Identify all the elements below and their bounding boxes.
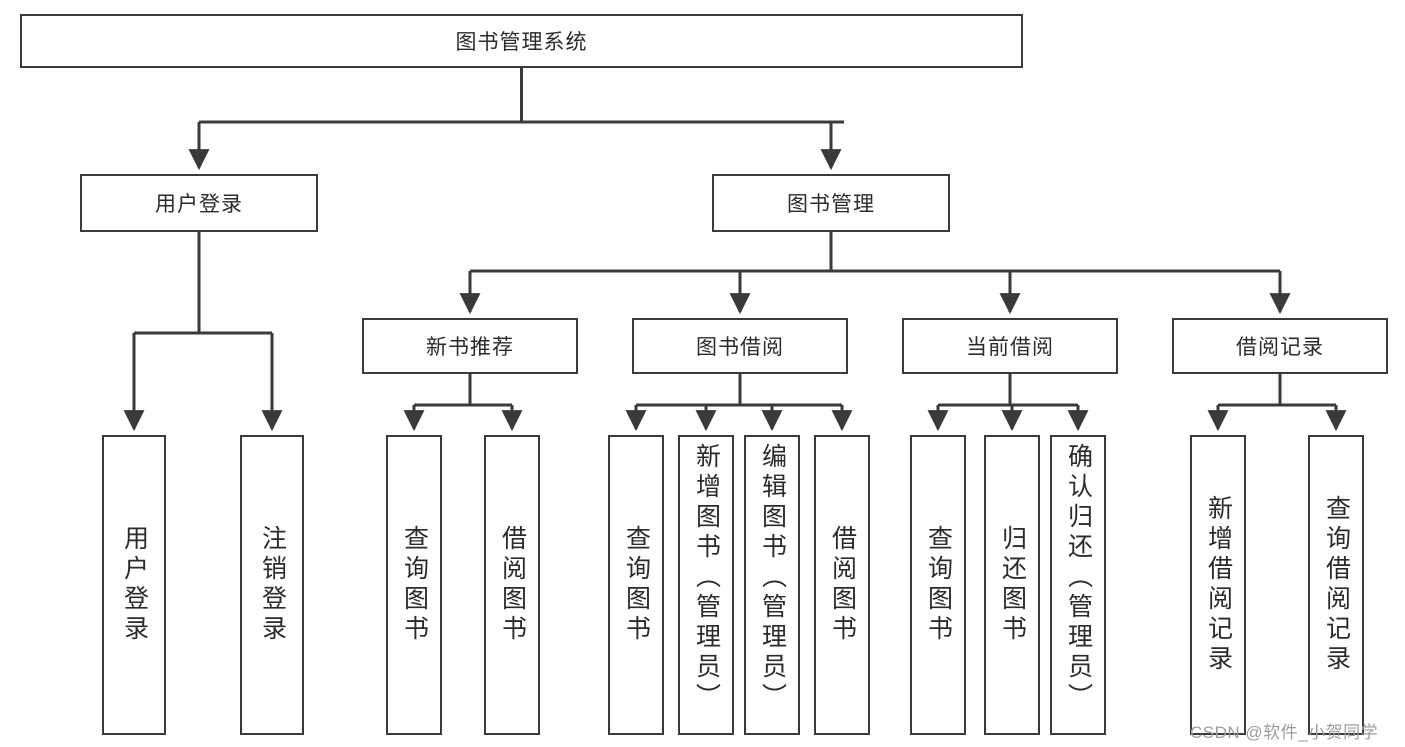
node-root[interactable]: 图书管理系统 [20,14,1023,68]
node-new-book-recommend-label: 新书推荐 [426,336,514,359]
node-leaf-borrow-book-rec-label: 借阅图书 [498,525,527,645]
node-user-login-label: 用户登录 [155,193,243,216]
node-leaf-query-book-cur-label: 查询图书 [924,525,953,645]
node-leaf-query-book-cur[interactable]: 查询图书 [910,435,966,735]
node-leaf-add-book-admin-label: 新增图书（管理员） [692,443,721,713]
node-current-borrow[interactable]: 当前借阅 [902,318,1118,374]
node-leaf-user-login-label: 用户登录 [120,525,149,645]
node-book-borrow-label: 图书借阅 [696,336,784,359]
node-leaf-add-borrow-record-label: 新增借阅记录 [1204,495,1233,675]
node-leaf-return-book[interactable]: 归还图书 [984,435,1040,735]
node-leaf-query-book-borrow[interactable]: 查询图书 [608,435,664,735]
node-user-login[interactable]: 用户登录 [80,174,318,232]
node-leaf-query-borrow-record-label: 查询借阅记录 [1322,495,1351,675]
node-leaf-logout[interactable]: 注销登录 [240,435,304,735]
node-leaf-query-book-rec-label: 查询图书 [400,525,429,645]
csdn-watermark: CSDN @软件_小贺同学 [1190,723,1379,742]
node-leaf-add-borrow-record[interactable]: 新增借阅记录 [1190,435,1246,735]
node-book-manage[interactable]: 图书管理 [712,174,950,232]
node-leaf-edit-book-admin[interactable]: 编辑图书（管理员） [744,435,800,735]
node-leaf-return-book-label: 归还图书 [998,525,1027,645]
node-leaf-confirm-return-admin[interactable]: 确认归还（管理员） [1050,435,1106,735]
node-borrow-record-label: 借阅记录 [1236,336,1324,359]
node-book-manage-label: 图书管理 [787,193,875,216]
node-root-label: 图书管理系统 [455,31,588,54]
node-leaf-confirm-return-admin-label: 确认归还（管理员） [1064,443,1093,713]
node-book-borrow[interactable]: 图书借阅 [632,318,848,374]
node-leaf-borrow-book-rec[interactable]: 借阅图书 [484,435,540,735]
node-current-borrow-label: 当前借阅 [966,336,1054,359]
node-leaf-logout-label: 注销登录 [258,525,287,645]
node-leaf-user-login[interactable]: 用户登录 [102,435,166,735]
node-leaf-query-borrow-record[interactable]: 查询借阅记录 [1308,435,1364,735]
node-leaf-borrow-book[interactable]: 借阅图书 [814,435,870,735]
node-new-book-recommend[interactable]: 新书推荐 [362,318,578,374]
node-borrow-record[interactable]: 借阅记录 [1172,318,1388,374]
node-leaf-query-book-rec[interactable]: 查询图书 [386,435,442,735]
node-leaf-edit-book-admin-label: 编辑图书（管理员） [758,443,787,713]
node-leaf-query-book-borrow-label: 查询图书 [622,525,651,645]
node-leaf-borrow-book-label: 借阅图书 [828,525,857,645]
node-leaf-add-book-admin[interactable]: 新增图书（管理员） [678,435,734,735]
